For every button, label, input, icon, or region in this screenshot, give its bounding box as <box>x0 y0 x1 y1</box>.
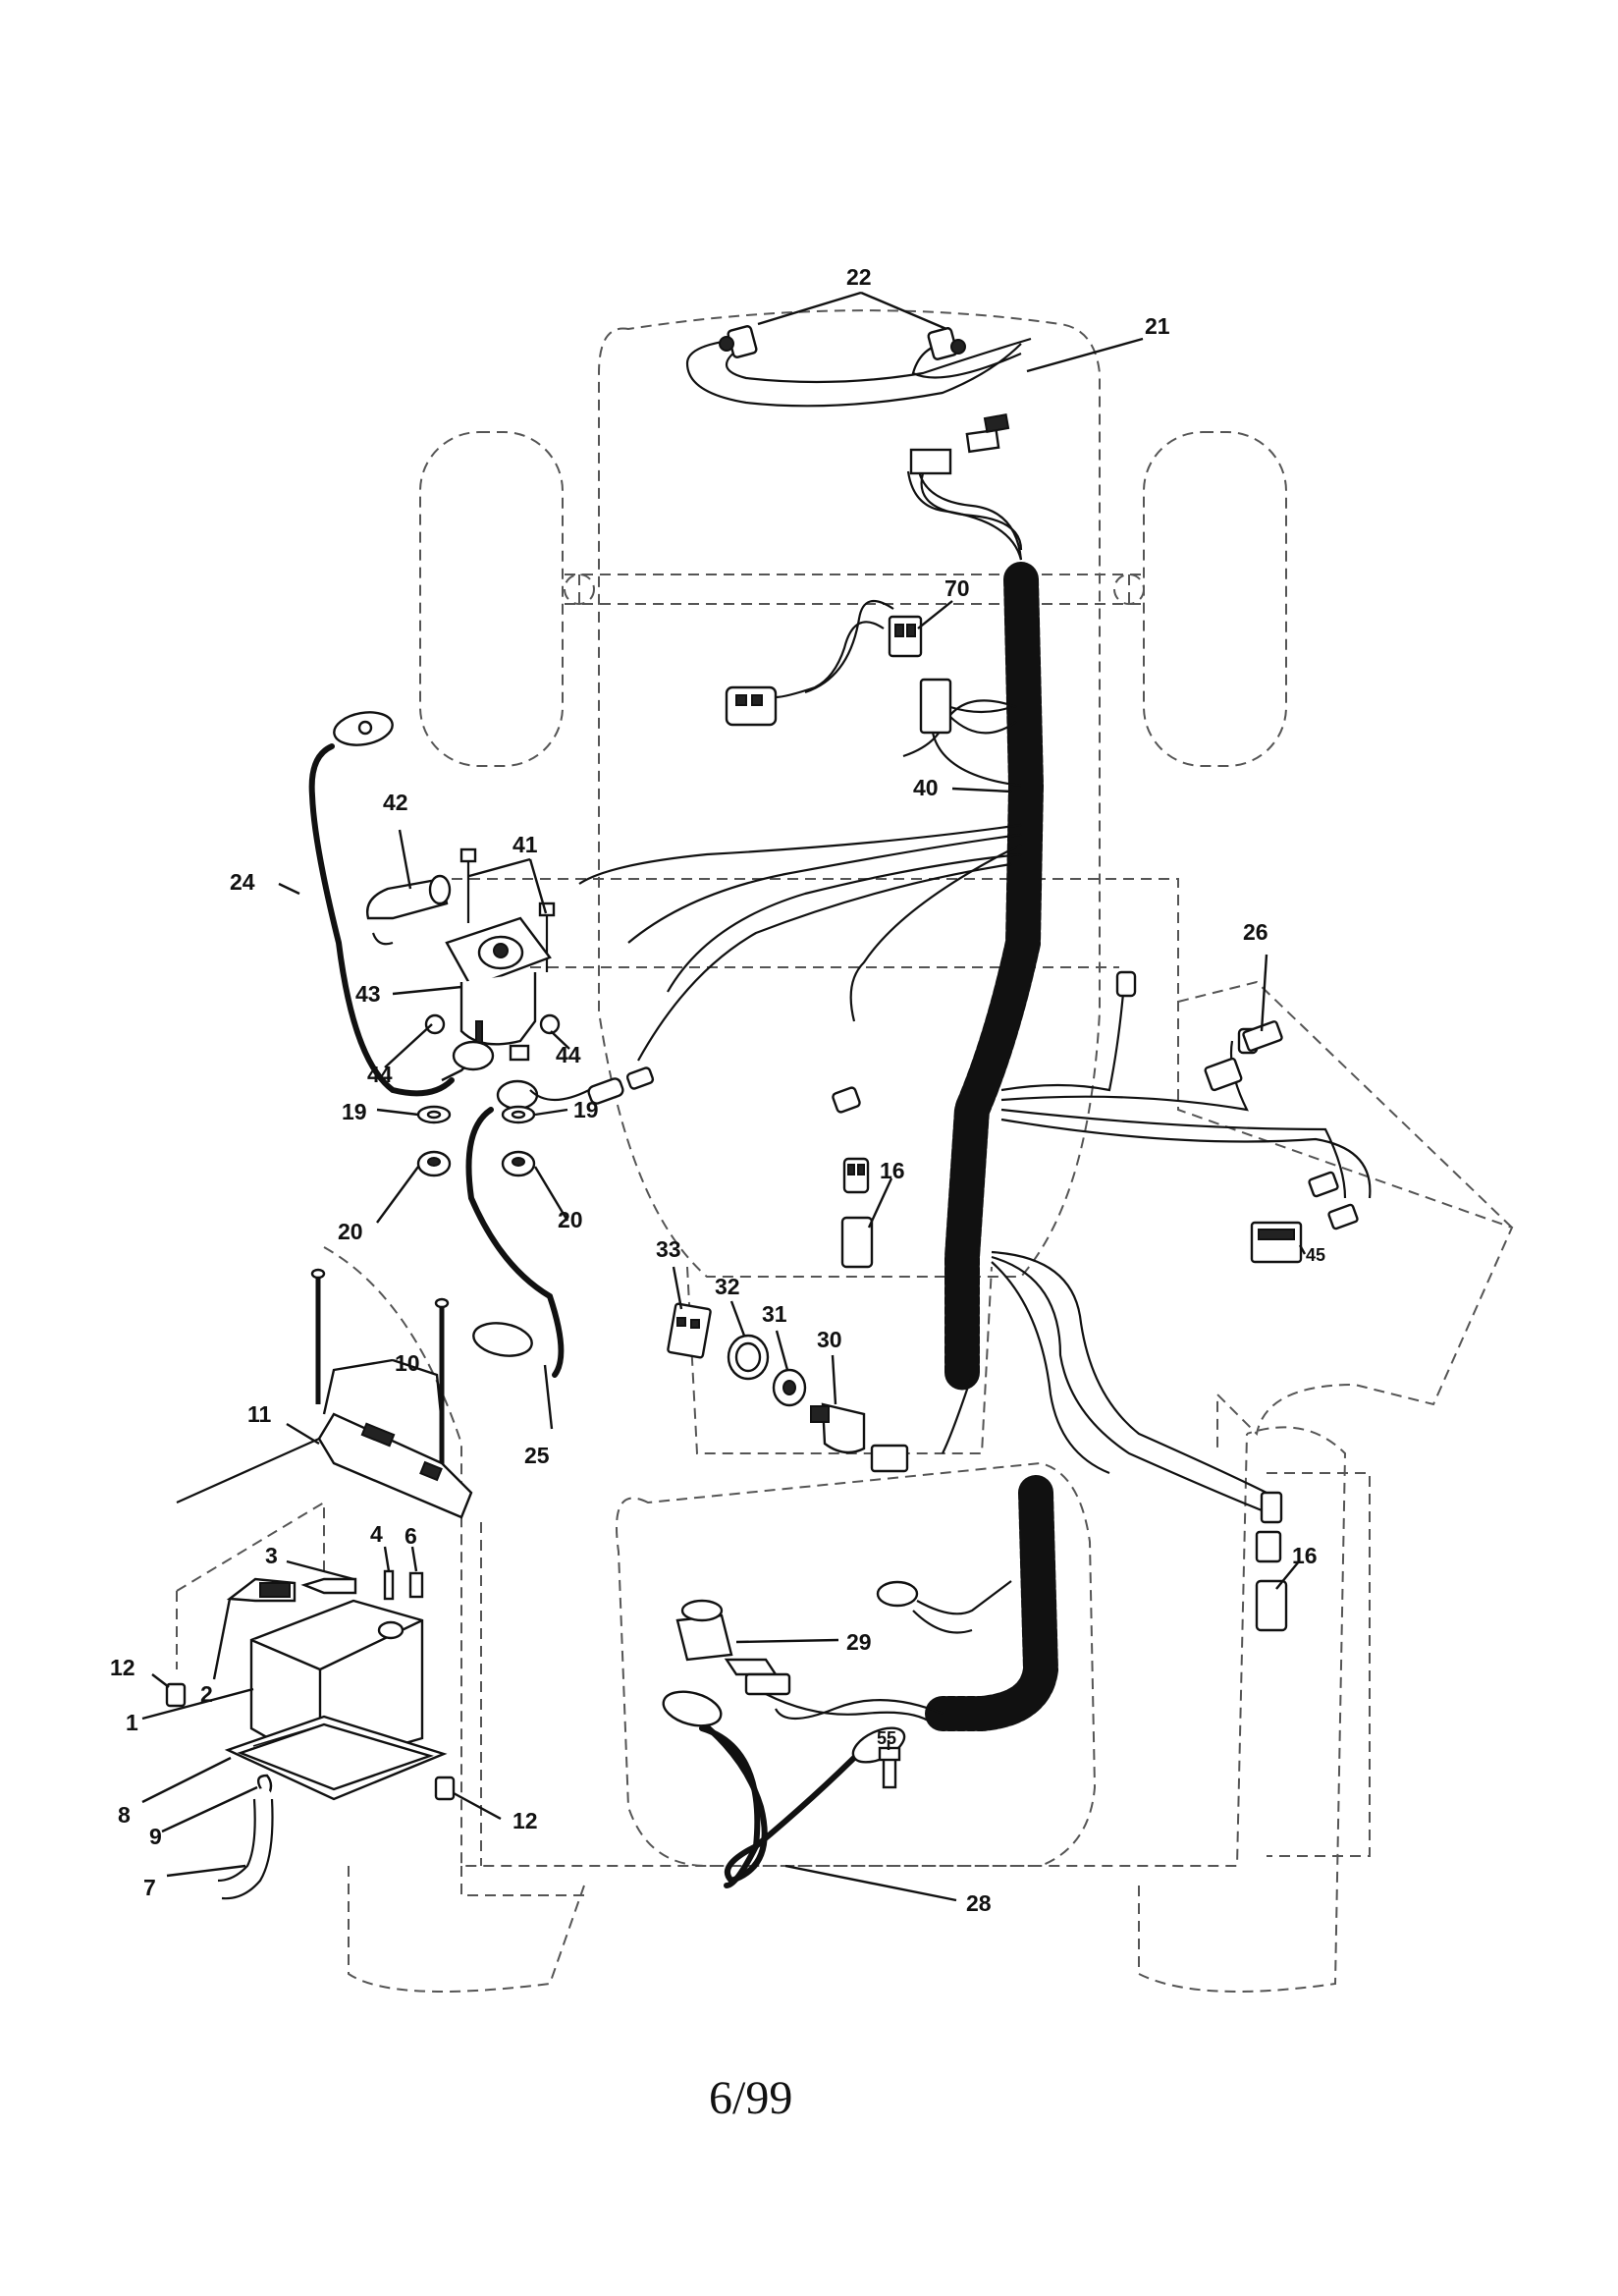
relay-connectors <box>725 599 1022 788</box>
tractor-outline <box>176 309 1514 1993</box>
callout-19-left: 19 <box>342 1099 367 1124</box>
ignition-switch <box>667 1302 909 1473</box>
callout-43: 43 <box>355 981 381 1007</box>
callout-20-right: 20 <box>558 1207 583 1232</box>
callout-3: 3 <box>265 1543 278 1568</box>
callout-29: 29 <box>846 1629 872 1655</box>
callout-7: 7 <box>143 1875 156 1900</box>
callout-4: 4 <box>370 1521 383 1547</box>
callout-20-left: 20 <box>338 1219 363 1244</box>
callout-42: 42 <box>383 790 408 815</box>
callout-31: 31 <box>762 1301 787 1327</box>
callout-44-right: 44 <box>556 1042 581 1067</box>
callout-70: 70 <box>944 575 970 601</box>
callout-30: 30 <box>817 1327 842 1352</box>
callout-1: 1 <box>126 1710 138 1735</box>
callout-32: 32 <box>715 1274 740 1299</box>
washers-nuts <box>416 1105 536 1177</box>
callout-45: 45 <box>1306 1245 1325 1265</box>
callout-44-left: 44 <box>367 1062 393 1087</box>
callout-9: 9 <box>149 1824 162 1849</box>
page-footer: 6/99 <box>709 2072 792 2124</box>
battery-cables <box>308 711 906 1888</box>
callout-12-left: 12 <box>110 1655 135 1680</box>
callout-6: 6 <box>404 1523 417 1549</box>
callout-24: 24 <box>230 869 255 895</box>
leader-lines <box>141 291 1307 1902</box>
callout-22: 22 <box>846 264 872 290</box>
callout-25: 25 <box>524 1443 550 1468</box>
fuse-holder <box>529 1066 655 1105</box>
wire-harness <box>578 465 1372 1731</box>
callout-55: 55 <box>877 1728 896 1748</box>
battery-assembly <box>165 1268 473 1900</box>
headlight-harness <box>685 325 1032 551</box>
callout-19-right: 19 <box>573 1097 599 1122</box>
callout-21: 21 <box>1145 313 1170 339</box>
callout-16-lower: 16 <box>1292 1543 1318 1568</box>
callout-33: 33 <box>656 1236 681 1262</box>
callout-12-right: 12 <box>512 1808 538 1833</box>
callout-8: 8 <box>118 1802 131 1828</box>
callout-28: 28 <box>966 1890 992 1916</box>
callout-10: 10 <box>395 1350 420 1376</box>
callouts: 22 21 70 40 42 41 24 43 44 44 19 19 20 2… <box>110 264 1325 1916</box>
callout-11: 11 <box>247 1401 272 1427</box>
callout-40: 40 <box>913 775 939 800</box>
switches-plugs <box>832 970 1359 1632</box>
callout-16-upper: 16 <box>880 1158 905 1183</box>
solenoid-assembly <box>366 847 561 1062</box>
callout-41: 41 <box>512 832 538 857</box>
ground-hardware <box>675 1580 1012 1789</box>
callout-26: 26 <box>1243 919 1268 945</box>
callout-2: 2 <box>200 1681 213 1707</box>
